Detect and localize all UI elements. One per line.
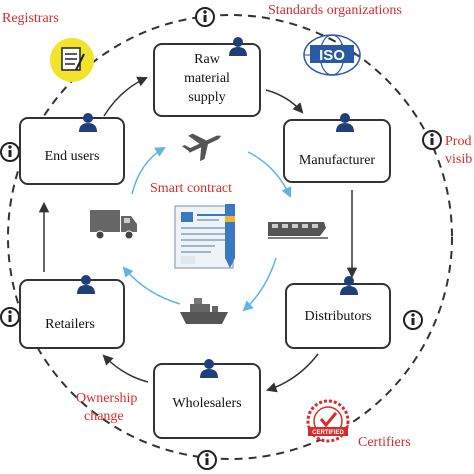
- raw-label-line3: supply: [188, 90, 225, 105]
- iso-text: ISO: [319, 47, 345, 64]
- node-retailers[interactable]: Retailers: [19, 275, 125, 349]
- wholesalers-label: Wholesalers: [172, 396, 241, 411]
- raw-label-line2: material: [184, 71, 230, 86]
- registrars-label: Registrars: [2, 11, 59, 26]
- arrow-distributors-to-wholesalers: [266, 353, 319, 393]
- certifiers-label: Certifiers: [358, 435, 411, 450]
- airplane-icon: [182, 133, 222, 162]
- ownership-change-label-line1: Ownership: [76, 391, 137, 406]
- info-icon[interactable]: i: [195, 7, 215, 27]
- arrow-wholesalers-to-retailers: [102, 354, 149, 383]
- info-icon[interactable]: [0, 142, 20, 162]
- smart-contract-document-icon: [174, 204, 235, 269]
- certified-stamp-icon: CERTIFIED: [306, 399, 350, 443]
- node-raw-material-supply[interactable]: Raw material supply: [153, 37, 261, 117]
- outer-dashed-ring: [7, 14, 453, 460]
- iso-globe-icon: ISO: [303, 34, 361, 76]
- blue-arrow-lower-right: [242, 257, 277, 312]
- blue-arrow-upper-right: [247, 151, 292, 198]
- train-icon: [268, 222, 328, 239]
- arrow-raw-to-manufacturer: [265, 89, 304, 114]
- end-users-label: End users: [45, 149, 100, 164]
- registrar-document-icon: [50, 38, 94, 82]
- node-distributors[interactable]: Distributors: [285, 276, 391, 349]
- retailers-label: Retailers: [45, 317, 95, 332]
- ship-icon: [180, 298, 228, 324]
- node-manufacturer[interactable]: Manufacturer: [283, 113, 391, 183]
- manufacturer-label: Manufacturer: [299, 153, 376, 168]
- arrow-endusers-to-raw: [103, 76, 148, 117]
- product-visibility-label-line1: Prod: [445, 134, 471, 149]
- product-visibility-label-line2: visib: [445, 152, 472, 167]
- smart-contract-label: Smart contract: [150, 181, 232, 196]
- certified-text: CERTIFIED: [312, 430, 344, 436]
- node-wholesalers[interactable]: Wholesalers: [153, 359, 261, 439]
- truck-icon: [90, 210, 137, 240]
- info-icon[interactable]: [403, 310, 423, 330]
- blue-arrow-lower-left: [122, 266, 181, 305]
- node-end-users[interactable]: End users: [19, 113, 125, 185]
- distributors-label: Distributors: [305, 309, 372, 324]
- info-icon[interactable]: [422, 130, 442, 150]
- standards-organizations-label: Standards organizations: [268, 3, 402, 18]
- raw-label-line1: Raw: [194, 52, 221, 67]
- ownership-change-label-line2: change: [84, 409, 124, 424]
- info-icon[interactable]: [197, 450, 217, 470]
- info-icon[interactable]: [0, 307, 20, 327]
- blue-arrow-upper-left: [131, 146, 166, 195]
